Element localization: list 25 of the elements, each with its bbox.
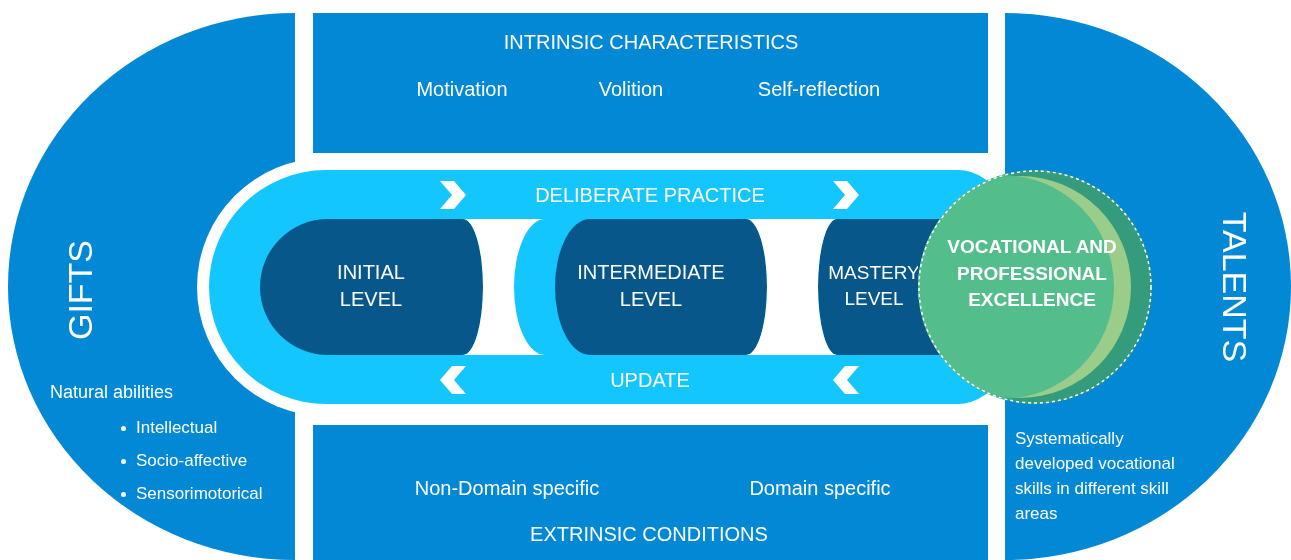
panel-heading: EXTRINSIC CONDITIONS <box>530 522 768 546</box>
panel-heading: INTRINSIC CHARACTERISTICS <box>503 30 799 54</box>
level-pill <box>818 219 918 355</box>
section-heading: TALENTS <box>1215 211 1256 363</box>
item-label: Non-Domain specific <box>414 476 600 500</box>
circle-label: VOCATIONAL AND PROFESSIONAL EXCELLENCE <box>947 235 1117 313</box>
description-text: Systematically developed vocational skills in different skill areas <box>1015 428 1176 525</box>
level-label: MASTERY LEVEL <box>827 261 921 311</box>
section-heading: GIFTS <box>59 239 100 341</box>
level-label: INITIAL LEVEL <box>336 260 406 312</box>
level-pill <box>260 219 483 355</box>
list-item: Sensorimotorical <box>118 484 263 505</box>
item-label: Domain specific <box>749 476 891 500</box>
list-item: Intellectual <box>118 418 218 439</box>
panel <box>313 425 988 560</box>
subheading: Natural abilities <box>50 382 174 404</box>
panel <box>313 13 988 153</box>
level-pill <box>555 219 767 355</box>
level-label: INTERMEDIATE LEVEL <box>576 260 726 312</box>
band-label: UPDATE <box>610 368 690 392</box>
list-item: Socio-affective <box>118 451 248 472</box>
item-label: Self-reflection <box>757 77 881 101</box>
item-label: Motivation <box>416 77 508 101</box>
item-label: Volition <box>598 77 664 101</box>
band-label: DELIBERATE PRACTICE <box>535 183 765 207</box>
